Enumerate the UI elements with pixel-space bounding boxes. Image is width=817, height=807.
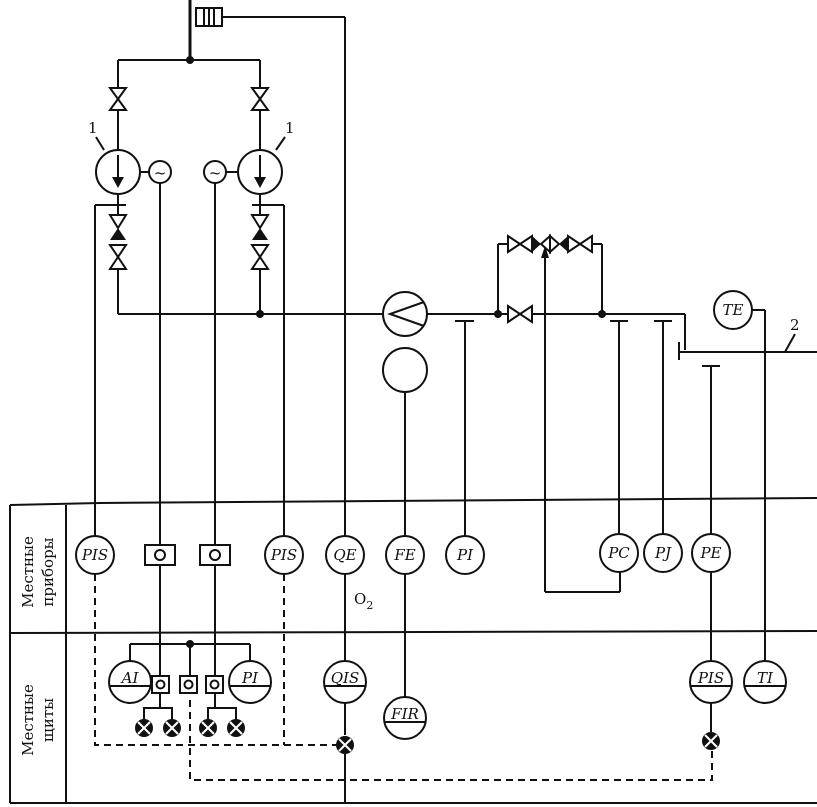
dashed-signals (94, 574, 713, 781)
fe-label: FE (393, 546, 415, 564)
pc-label: PC (607, 544, 630, 562)
suction-header (117, 0, 261, 150)
pis-1-instrument: PIS (75, 535, 115, 575)
callout-pump-left: 1 (88, 119, 98, 137)
zone-table (9, 497, 817, 804)
valve-top-right (250, 87, 270, 111)
motor-right: ~ (203, 160, 238, 545)
zone-label-instruments-2: приборы (39, 537, 57, 606)
motor-left-symbol: ~ (154, 164, 167, 182)
pis-panel-lamp (702, 703, 720, 750)
zone-label-panels-1: Местные (19, 684, 37, 756)
pj-instrument: PJ (643, 533, 683, 573)
zone-label-panels-2: щиты (39, 698, 57, 742)
pe-instrument: PE (691, 533, 731, 573)
pis-1-label: PIS (81, 546, 108, 564)
main-pipeline: 2 (118, 310, 817, 360)
fir-instrument: FIR (383, 696, 427, 740)
lamps-right (199, 693, 245, 737)
te-instrument: TE (713, 290, 753, 330)
motor-left: ~ (140, 160, 172, 545)
fe-instrument: FE (385, 535, 425, 575)
discharge-right (250, 194, 285, 540)
qe-label: QE (333, 546, 356, 564)
ai-instrument: AI (108, 660, 152, 704)
pc-instrument: PC (599, 533, 639, 573)
qis-lamp (336, 703, 354, 803)
te-label: TE (723, 301, 744, 319)
pe-label: PE (699, 544, 721, 562)
fir-label: FIR (390, 705, 419, 723)
pump-right (237, 149, 283, 195)
panel-bus (129, 640, 251, 676)
oxygen-label: O2 (354, 590, 373, 612)
starter-right (199, 544, 231, 566)
pi-field-label: PI (456, 546, 474, 564)
tap-pj (654, 320, 672, 535)
sample-box (195, 7, 346, 540)
ti-label: TI (757, 669, 774, 687)
field-to-panel-links (159, 565, 712, 700)
valve-top-left (108, 87, 128, 111)
zone-labels: Местные приборы Местные щиты (19, 536, 57, 756)
motor-right-symbol: ~ (209, 164, 222, 182)
starter-left (144, 544, 176, 566)
pis-panel-label: PIS (697, 669, 724, 687)
pis-2-label: PIS (270, 546, 297, 564)
ai-label: AI (120, 669, 140, 687)
callout-pipeline: 2 (790, 316, 800, 334)
tap-pe (702, 365, 720, 535)
qis-label: QIS (331, 669, 360, 687)
qe-instrument: QE (325, 535, 365, 575)
pis-2-instrument: PIS (264, 535, 304, 575)
tap-pc (610, 320, 628, 535)
tap-pi (455, 320, 474, 540)
ti-instrument: TI (743, 660, 787, 704)
callout-pump-right: 1 (285, 119, 295, 137)
pis-panel-instrument: PIS (689, 660, 733, 704)
control-valve-assembly (494, 233, 621, 593)
pump-left (95, 149, 141, 195)
zone-label-instruments-1: Местные (19, 536, 37, 608)
pi-field-instrument: PI (445, 535, 485, 575)
pi-panel-instrument: PI (228, 660, 272, 704)
panel-switches (151, 675, 224, 694)
pj-label: PJ (654, 544, 672, 562)
qis-instrument: QIS (323, 660, 367, 704)
te-sensor (752, 309, 766, 664)
flowmeter (382, 291, 428, 540)
pi-panel-label: PI (241, 669, 259, 687)
discharge-left (94, 194, 128, 540)
lamps-left (135, 693, 181, 737)
